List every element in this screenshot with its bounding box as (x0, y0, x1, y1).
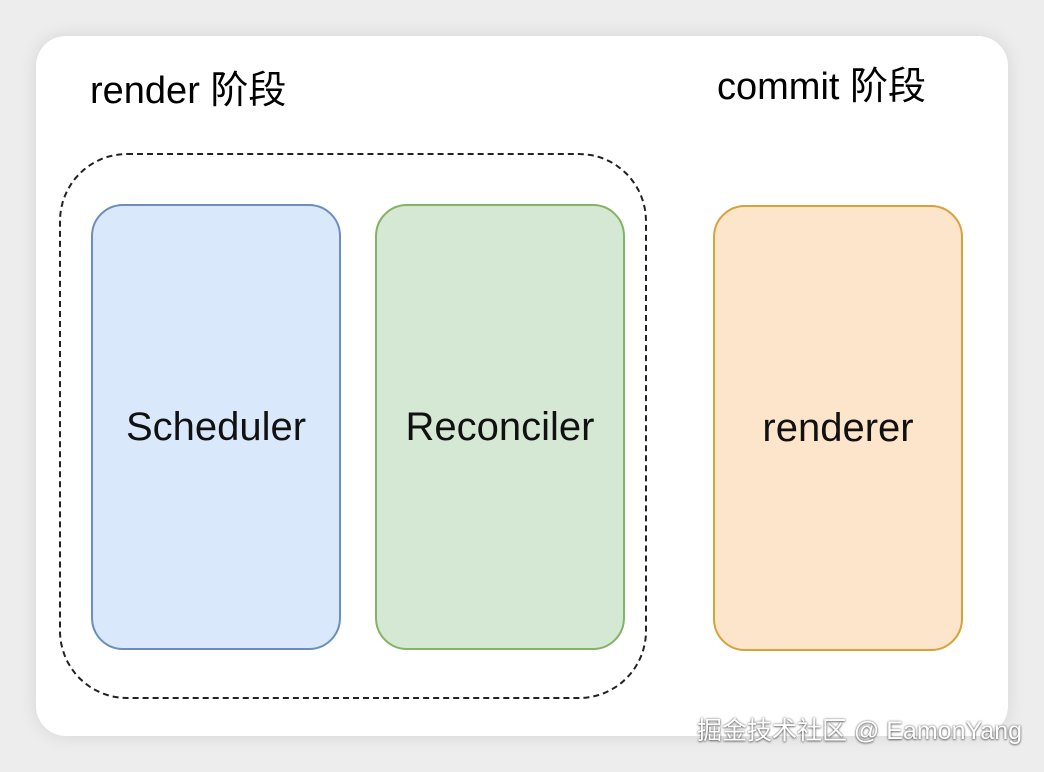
reconciler-label: Reconciler (405, 404, 595, 449)
renderer-box: renderer (713, 205, 963, 651)
watermark: 掘金技术社区 @ EamonYang (696, 717, 1022, 745)
renderer-label: renderer (762, 405, 914, 450)
reconciler-box: Reconciler (375, 204, 625, 650)
scheduler-box: Scheduler (91, 204, 341, 650)
render-phase-group (59, 153, 647, 699)
render-phase-label: render 阶段 (90, 70, 287, 112)
scheduler-label: Scheduler (125, 404, 307, 449)
commit-phase-label: commit 阶段 (717, 66, 927, 108)
